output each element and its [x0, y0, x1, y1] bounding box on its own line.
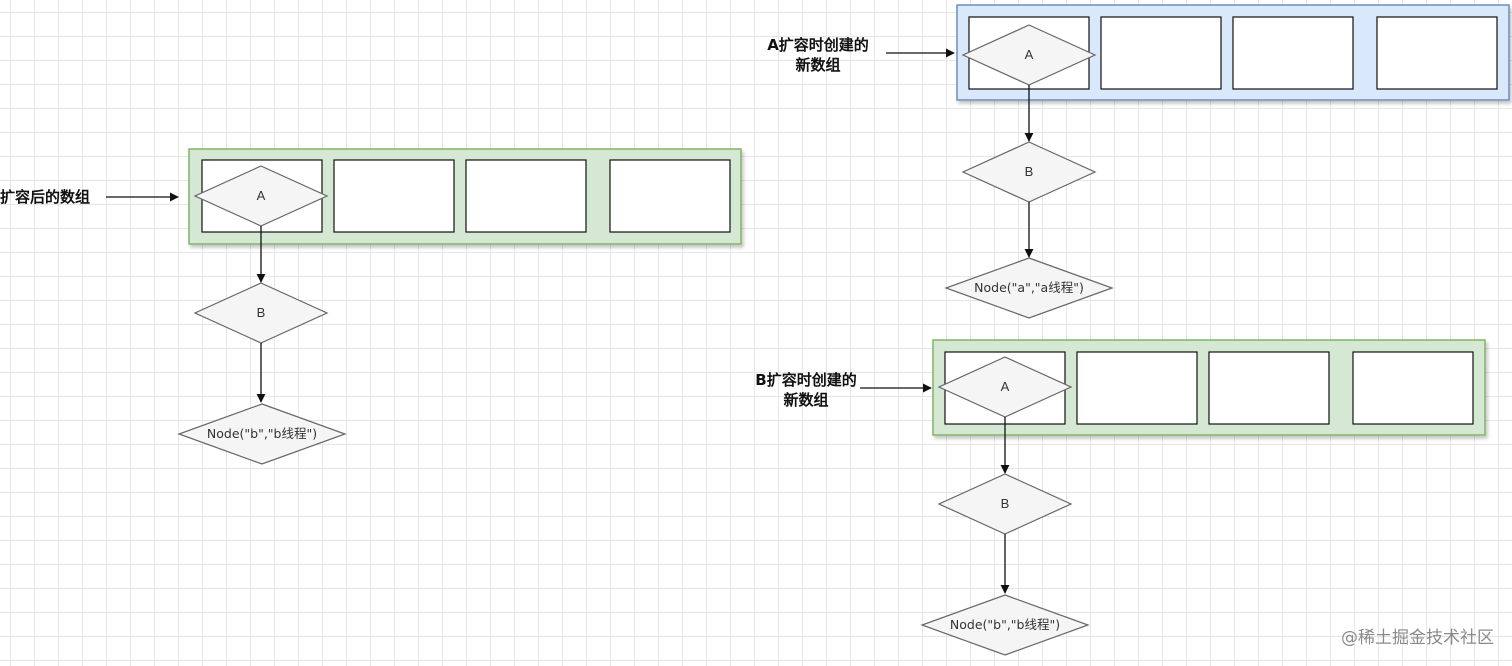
- array-slot: [1232, 16, 1354, 90]
- node-label: A: [1001, 379, 1010, 394]
- expanded-array-group: A B Node("b","b线程") 扩容后的数组: [0, 148, 742, 465]
- array-slot: [465, 159, 587, 233]
- array-slot: [1100, 16, 1222, 90]
- node-label: B: [1025, 164, 1034, 179]
- array-slot: [333, 159, 455, 233]
- node-diamond: [944, 257, 1114, 319]
- node-diamond: [177, 403, 347, 465]
- expanded-array-label: 扩容后的数组: [0, 188, 90, 206]
- node-label: B: [257, 305, 266, 320]
- node-label: B: [1001, 496, 1010, 511]
- array-slot: [1076, 351, 1198, 425]
- array-slot: [1208, 351, 1330, 425]
- b-new-array-group: A B Node("b","b线程") B扩容时创建的 新数组: [755, 339, 1486, 656]
- a-new-array-label-line2: 新数组: [795, 56, 840, 74]
- a-new-array-group: A B Node("a","a线程") A扩容时创建的 新数组: [767, 4, 1510, 319]
- array-slot: [1376, 16, 1498, 90]
- node-label: Node("b","b线程"): [207, 426, 317, 441]
- a-new-array-label-line1: A扩容时创建的: [767, 36, 869, 54]
- b-new-array-label-line2: 新数组: [783, 391, 828, 409]
- array-slot: [1352, 351, 1474, 425]
- node-label: Node("a","a线程"): [974, 280, 1084, 295]
- node-label: A: [257, 188, 266, 203]
- array-slot: [609, 159, 731, 233]
- b-new-array-label-line1: B扩容时创建的: [755, 371, 856, 389]
- node-label: Node("b","b线程"): [950, 617, 1060, 632]
- node-label: A: [1025, 47, 1034, 62]
- node-diamond: [920, 594, 1090, 656]
- watermark: @稀土掘金技术社区: [1341, 628, 1494, 648]
